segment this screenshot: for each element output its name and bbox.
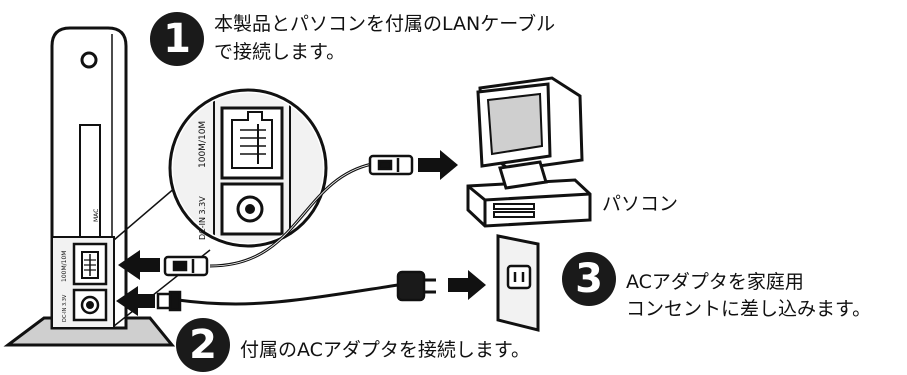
step-1-text-line1: 本製品とパソコンを付属のLANケーブル [214,13,556,35]
arrow-dc-to-router [116,286,155,316]
callout-lan-port-label: 100M/10M [198,121,208,168]
wall-outlet [496,234,540,332]
ac-adapter-plug [396,270,436,302]
power-cable [177,283,399,306]
callout-power-port-label: DC-IN 3.3V [198,196,207,240]
dc-plug [156,290,182,312]
port-callout [113,88,328,327]
lan-plug-pc [368,154,414,176]
small-port-lan-label: 100M/10M [61,251,68,282]
lan-cable [209,162,373,268]
pc [466,76,592,228]
small-port-power-label: DC-IN 3.3V [62,294,68,322]
arrow-to-outlet [448,270,486,300]
step-2-text-line1: 付属のACアダプタを接続します。 [240,339,531,361]
arrow-lan-to-router [118,250,160,280]
arrow-to-pc [418,150,458,180]
step-2-badge: 2 [176,318,230,372]
step-1-text-line2: で接続します。 [214,41,346,63]
router-device [3,26,176,347]
step-3-text-line1: ACアダプタを家庭用 [626,271,804,293]
device-side-label: MAC [93,209,100,222]
lan-plug-router [163,255,209,277]
step-3-badge: 3 [562,252,616,306]
pc-label: パソコン [602,193,679,215]
step-3-text-line2: コンセントに差し込みます。 [626,298,872,320]
step-1-badge: 1 [150,12,204,66]
